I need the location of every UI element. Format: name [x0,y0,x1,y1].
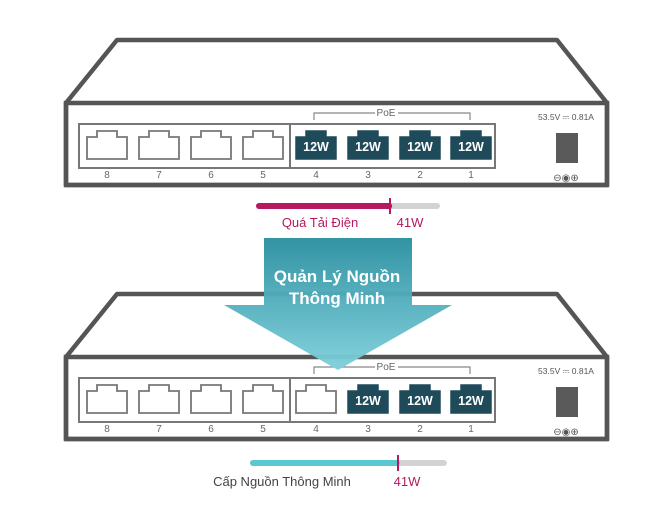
port-socket-icon [242,130,284,160]
ethernet-port-3: 12W 3 [347,130,389,181]
port-power-label: 12W [303,140,329,154]
port-socket-icon [295,130,337,160]
smart-power-label: Cấp Nguồn Thông Minh [213,474,351,489]
port-number: 2 [417,424,423,435]
port-socket-icon [190,384,232,414]
port-power-label: 12W [458,394,484,408]
port-number: 7 [156,424,162,435]
port-socket-icon [86,130,128,160]
ethernet-port-2: 12W 2 [399,130,441,181]
load-bar-fill [250,460,400,466]
smart-power-arrow: Quản Lý Nguồn Thông Minh [224,238,452,370]
port-number: 5 [260,170,266,181]
port-number: 4 [313,170,319,181]
port-number: 6 [208,424,214,435]
port-number: 4 [313,424,319,435]
ethernet-port-1: 12W 1 [450,130,492,181]
port-number: 8 [104,424,110,435]
polarity-symbol: ⊖◉⊕ [553,427,578,438]
poe-label: PoE [377,108,396,119]
port-socket-icon [190,130,232,160]
ethernet-port-6: 6 [190,130,232,181]
port-number: 7 [156,170,162,181]
ethernet-port-4: 12W 4 [295,130,337,181]
power-limit-label: 41W [397,215,424,230]
ethernet-port-7: 7 [138,130,180,181]
port-socket-icon [138,130,180,160]
power-jack [556,133,578,163]
port-row: 8 7 6 5 4 12W 3 12W 2 12W 1 [86,384,492,435]
ethernet-port-6: 6 [190,384,232,435]
port-socket-icon [399,130,441,160]
port-socket-icon [295,384,337,414]
port-socket-icon [138,384,180,414]
overload-label: Quá Tải Điện [282,215,358,230]
port-socket-icon [347,130,389,160]
port-number: 3 [365,170,371,181]
port-number: 6 [208,170,214,181]
polarity-symbol: ⊖◉⊕ [553,173,578,184]
arrow-shape [224,238,452,370]
port-power-label: 12W [355,394,381,408]
port-socket-icon [86,384,128,414]
port-socket-icon [450,130,492,160]
switch-front-panel [63,100,610,188]
ethernet-port-3: 12W 3 [347,384,389,435]
port-number: 8 [104,170,110,181]
ethernet-port-8: 8 [86,130,128,181]
port-group-poe [289,377,496,423]
port-power-label: 12W [407,394,433,408]
power-jack [556,387,578,417]
port-group-poe [289,123,496,169]
ethernet-port-8: 8 [86,384,128,435]
load-bar-fill [256,203,393,209]
port-socket-icon [347,384,389,414]
port-number: 1 [468,170,474,181]
top-load-bar: Quá Tải Điện 41W [256,198,440,230]
ethernet-port-5: 5 [242,384,284,435]
poe-bracket [313,112,471,120]
ethernet-port-4: 4 [295,384,337,435]
power-spec: 53.5V ⎓ 0.81A [538,112,594,122]
ethernet-port-1: 12W 1 [450,384,492,435]
ethernet-port-7: 7 [138,384,180,435]
ethernet-port-2: 12W 2 [399,384,441,435]
port-power-label: 12W [355,140,381,154]
bottom-load-bar: Cấp Nguồn Thông Minh 41W [213,455,447,489]
port-row: 8 7 6 5 12W 4 12W 3 12W 2 12W 1 [86,130,492,181]
power-limit-label: 41W [394,474,421,489]
port-power-label: 12W [458,140,484,154]
poe-label: PoE [377,362,396,373]
arrow-text-line2: Thông Minh [289,289,385,308]
port-number: 1 [468,424,474,435]
port-socket-icon [399,384,441,414]
ethernet-port-5: 5 [242,130,284,181]
port-socket-icon [450,384,492,414]
port-number: 3 [365,424,371,435]
port-power-label: 12W [407,140,433,154]
port-socket-icon [242,384,284,414]
power-spec: 53.5V ⎓ 0.81A [538,366,594,376]
port-number: 2 [417,170,423,181]
port-number: 5 [260,424,266,435]
poe-bracket [313,366,471,374]
arrow-text-line1: Quản Lý Nguồn [274,267,401,286]
